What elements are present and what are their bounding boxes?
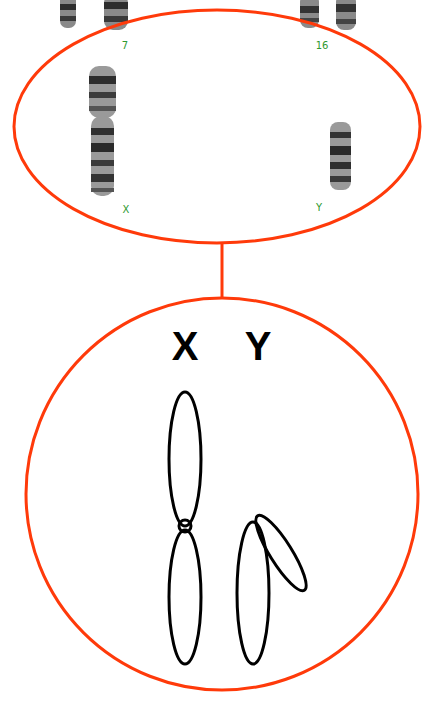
chromosome-label: Y [245, 326, 272, 366]
zoom-connector [221, 244, 224, 297]
karyotype-label: 7 [122, 41, 128, 51]
ellipse-border [14, 10, 420, 243]
karyotype-label: X [123, 205, 130, 215]
y-chromosome-image [330, 122, 351, 190]
chromosome-label: X [172, 326, 199, 366]
circle-outline [24, 296, 420, 692]
karyotype-label: 16 [316, 41, 329, 51]
x-chromosome-image [89, 66, 116, 196]
x-arm [169, 392, 201, 526]
detail-circle: XY [24, 296, 420, 692]
y-arm [248, 510, 313, 596]
chromosome-fragments [60, 0, 356, 30]
centromere [179, 520, 191, 532]
x-arm [169, 530, 201, 664]
zoom-ellipse: 7 16X Y [12, 8, 422, 245]
karyotype-label: Y [316, 203, 322, 213]
ellipse-outline [12, 8, 422, 245]
circle-border [26, 298, 418, 690]
chromosome-outlines [169, 392, 314, 664]
